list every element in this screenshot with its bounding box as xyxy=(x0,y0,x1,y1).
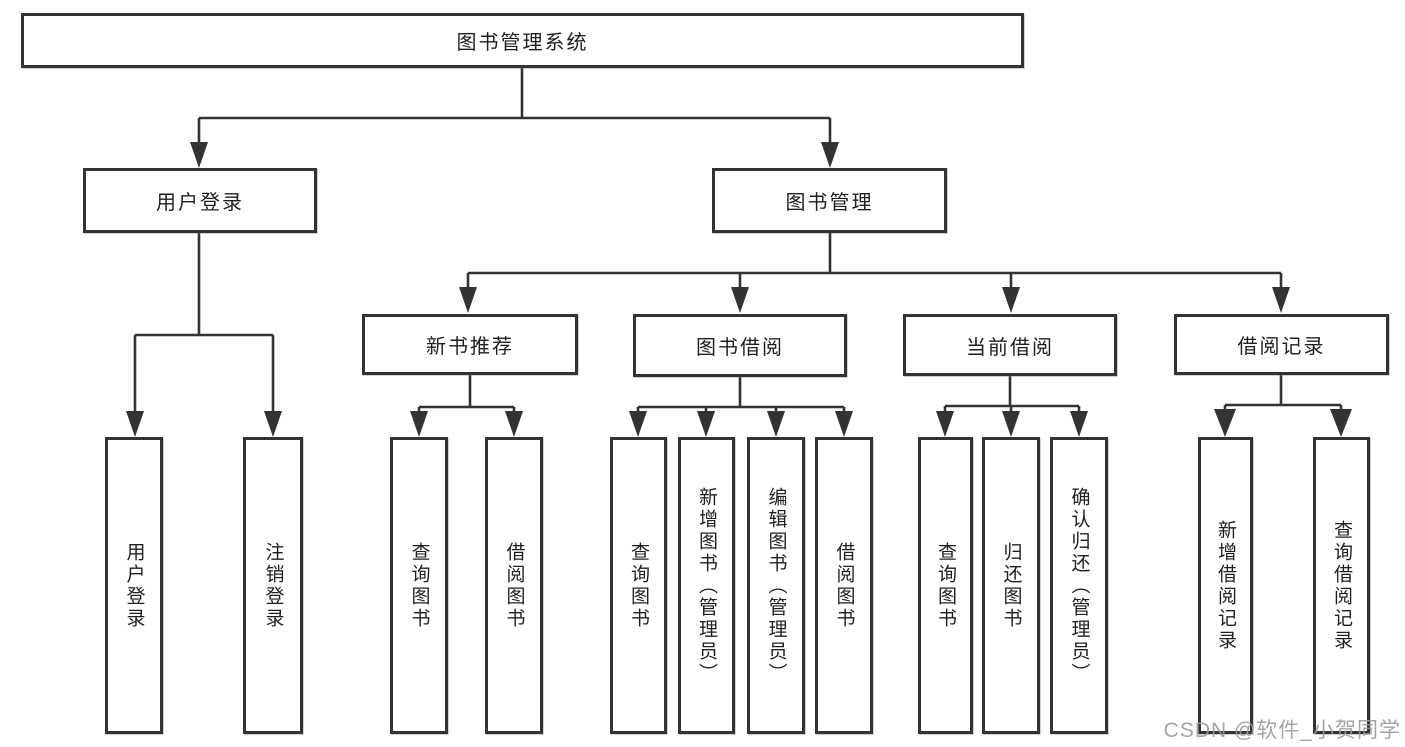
leaf-query-books-current-label: 查询图书 xyxy=(935,541,956,630)
arrowheads xyxy=(126,142,1352,437)
node-borrow-records: 借阅记录 xyxy=(1174,314,1389,375)
leaf-user-login-label: 用户登录 xyxy=(123,541,145,630)
leaf-return-book: 归还图书 xyxy=(982,437,1040,734)
node-user-login: 用户登录 xyxy=(83,168,317,233)
leaf-user-login: 用户登录 xyxy=(105,437,163,734)
node-new-book-recommend-label: 新书推荐 xyxy=(426,336,514,358)
node-user-login-label: 用户登录 xyxy=(156,192,244,214)
node-book-borrow: 图书借阅 xyxy=(633,314,847,377)
node-root-label: 图书管理系统 xyxy=(456,32,589,54)
leaf-query-books-current: 查询图书 xyxy=(918,437,973,734)
leaf-add-book-admin-label: 新增图书（管理员） xyxy=(696,486,717,685)
node-current-borrow: 当前借阅 xyxy=(903,314,1117,376)
node-book-management: 图书管理 xyxy=(712,168,947,233)
node-borrow-records-label: 借阅记录 xyxy=(1237,336,1326,358)
leaf-logout: 注销登录 xyxy=(243,437,303,734)
node-book-management-label: 图书管理 xyxy=(785,192,874,214)
node-current-borrow-label: 当前借阅 xyxy=(966,336,1054,359)
leaf-borrow-books-recommend-label: 借阅图书 xyxy=(503,541,525,630)
leaf-query-books-recommend-label: 查询图书 xyxy=(408,541,430,630)
leaf-confirm-return-admin-label: 确认归还（管理员） xyxy=(1068,486,1090,685)
csdn-watermark: CSDN @软件_小贺同学 xyxy=(1163,719,1401,742)
leaf-borrow-books-recommend: 借阅图书 xyxy=(485,437,543,734)
leaf-add-borrow-record: 新增借阅记录 xyxy=(1198,437,1253,734)
leaf-borrow-books-label: 借阅图书 xyxy=(833,541,855,630)
leaf-edit-book-admin: 编辑图书（管理员） xyxy=(747,437,805,734)
leaf-query-borrow-record: 查询借阅记录 xyxy=(1313,437,1370,734)
leaf-query-books-borrow-label: 查询图书 xyxy=(628,541,649,630)
leaf-add-book-admin: 新增图书（管理员） xyxy=(678,437,735,734)
node-book-borrow-label: 图书借阅 xyxy=(696,337,784,359)
leaf-return-book-label: 归还图书 xyxy=(1000,541,1022,630)
leaf-add-borrow-record-label: 新增借阅记录 xyxy=(1215,519,1236,652)
leaf-confirm-return-admin: 确认归还（管理员） xyxy=(1050,437,1108,734)
leaf-edit-book-admin-label: 编辑图书（管理员） xyxy=(765,486,787,685)
leaf-query-books-borrow: 查询图书 xyxy=(610,437,667,734)
node-new-book-recommend: 新书推荐 xyxy=(362,314,578,375)
leaf-query-books-recommend: 查询图书 xyxy=(390,437,448,734)
node-root-system: 图书管理系统 xyxy=(21,13,1024,68)
leaf-logout-label: 注销登录 xyxy=(262,541,284,630)
leaf-query-borrow-record-label: 查询借阅记录 xyxy=(1331,519,1352,652)
leaf-borrow-books: 借阅图书 xyxy=(815,437,873,734)
